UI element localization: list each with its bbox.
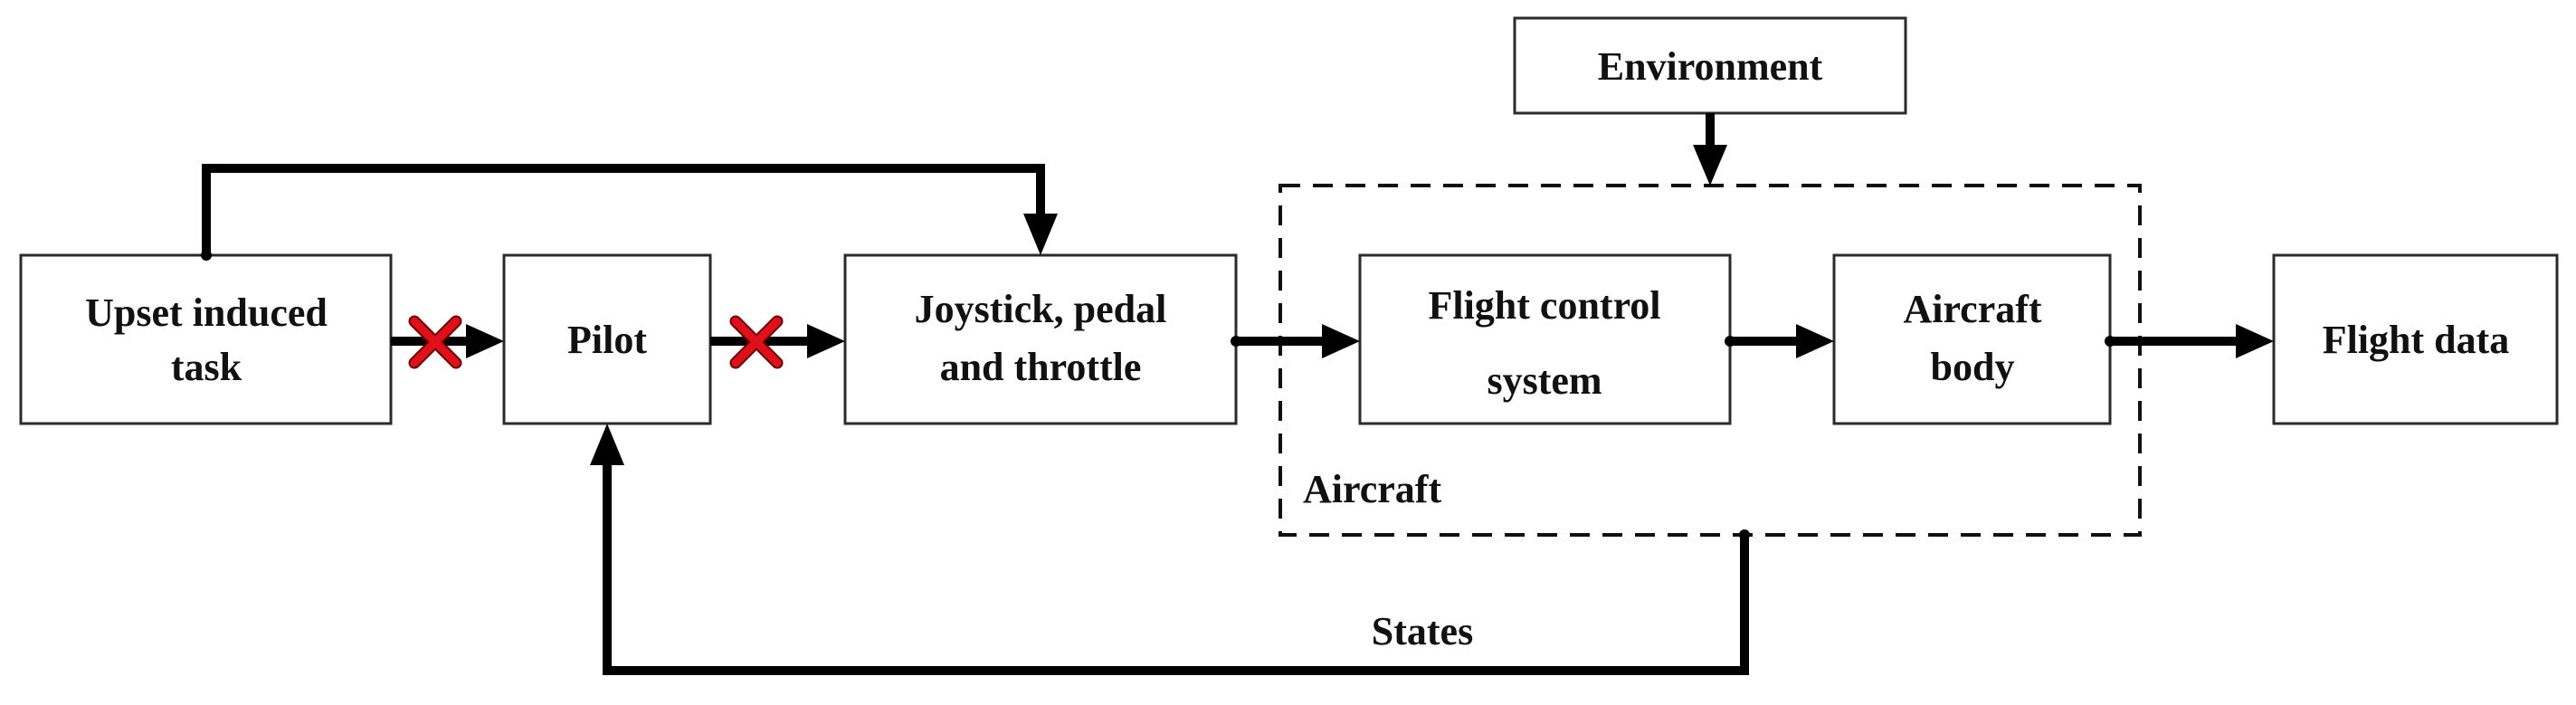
arrowhead-body-to-flight-data [2236, 324, 2274, 358]
arrowhead-states-to-pilot [590, 424, 624, 465]
block-upset-line-1: Upset induced [85, 291, 328, 335]
arrowhead-environment-to-aircraft [1693, 145, 1727, 186]
block-body-line-2: body [1931, 345, 2015, 389]
arrowhead-upset-to-joystick [1023, 214, 1058, 255]
block-fcs-line-1: Flight control [1428, 283, 1660, 328]
block-fcs-line-2: system [1487, 358, 1602, 403]
block-flight-data-line-1: Flight data [2323, 318, 2510, 362]
junction-states-out [1739, 529, 1750, 540]
junction-upset-top [201, 250, 212, 261]
aircraft-group-label: Aircraft [1303, 467, 1441, 511]
arrowhead-upset-to-pilot [466, 324, 504, 358]
block-environment-line-1: Environment [1598, 44, 1823, 89]
feedback-label-states: States [1372, 609, 1473, 653]
block-joystick-pedal-throttle: Joystick, pedal and throttle [843, 253, 1238, 425]
arrowhead-fcs-to-body [1796, 324, 1834, 358]
arrow-upset-to-joystick-bypass [202, 164, 1045, 255]
arrow-states-feedback [603, 463, 1749, 675]
block-body-line-1: Aircraft [1903, 287, 2041, 331]
junction-joystick-out [1231, 336, 1241, 347]
block-pilot: Pilot [502, 253, 712, 425]
junction-body-out [2105, 336, 2115, 347]
block-upset-line-2: task [171, 345, 242, 389]
red-x-icon [408, 315, 462, 369]
block-aircraft-body: Aircraft body [1832, 253, 2112, 425]
block-flight-control-system: Flight control system [1358, 253, 1732, 425]
red-x-icon [729, 315, 784, 369]
junction-fcs-out [1725, 336, 1735, 347]
arrowhead-joystick-to-fcs [1322, 324, 1360, 358]
block-upset-induced-task: Upset induced task [19, 253, 393, 425]
block-pilot-line-1: Pilot [567, 318, 647, 362]
arrowhead-pilot-to-joystick [807, 324, 845, 358]
block-joystick-line-2: and throttle [940, 345, 1142, 389]
block-environment: Environment [1513, 16, 1907, 115]
block-flight-data: Flight data [2272, 253, 2559, 425]
block-joystick-line-1: Joystick, pedal [915, 287, 1167, 331]
